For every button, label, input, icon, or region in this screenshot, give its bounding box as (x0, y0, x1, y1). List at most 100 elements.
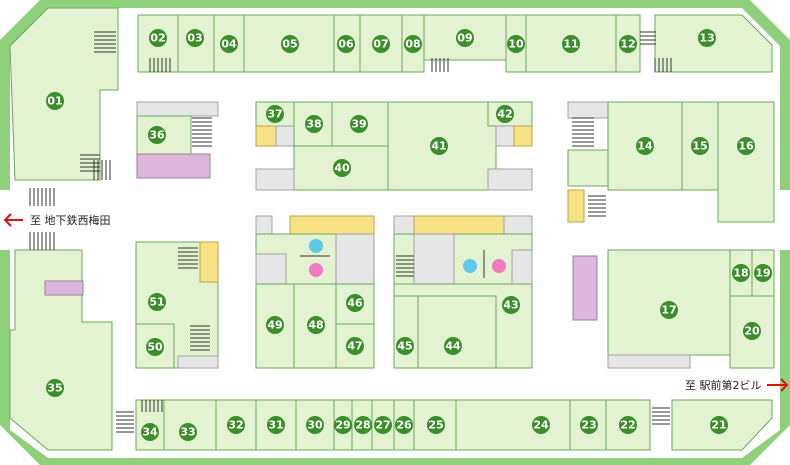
shop-badge-50[interactable]: 50 (146, 338, 164, 356)
shop-badge-47[interactable]: 47 (346, 337, 364, 355)
shop-badge-02[interactable]: 02 (149, 29, 167, 47)
shop-badge-30[interactable]: 30 (306, 416, 324, 434)
shop-number: 01 (47, 95, 62, 108)
shop-badge-28[interactable]: 28 (354, 416, 372, 434)
shop-number: 49 (267, 319, 282, 332)
shop-number: 16 (738, 140, 754, 153)
shop-badge-27[interactable]: 27 (374, 416, 392, 434)
shop-badge-26[interactable]: 26 (395, 416, 413, 434)
toilets (300, 239, 506, 278)
shop-badge-43[interactable]: 43 (502, 296, 520, 314)
shop-number: 05 (282, 38, 297, 51)
shop-badge-01[interactable]: 01 (46, 92, 64, 110)
block-46-49 (255, 215, 375, 369)
shop-badge-45[interactable]: 45 (396, 337, 414, 355)
shop-number: 34 (142, 426, 158, 439)
shop-badge-44[interactable]: 44 (444, 337, 462, 355)
shop-number: 38 (306, 118, 321, 131)
shop-number: 09 (457, 32, 472, 45)
shop-badge-42[interactable]: 42 (496, 105, 514, 123)
shop-badge-21[interactable]: 21 (710, 416, 728, 434)
toilet-male-icon (309, 239, 323, 253)
shop-number: 18 (733, 267, 748, 280)
shop-number: 43 (503, 299, 518, 312)
shop-badge-32[interactable]: 32 (227, 416, 245, 434)
shop-number: 07 (373, 38, 388, 51)
shop-badge-10[interactable]: 10 (507, 35, 525, 53)
shop-number: 33 (180, 426, 195, 439)
shop-badge-09[interactable]: 09 (456, 29, 474, 47)
shop-badge-12[interactable]: 12 (619, 35, 637, 53)
shop-number: 12 (620, 38, 635, 51)
shop-number: 31 (268, 419, 283, 432)
shop-number: 32 (228, 419, 243, 432)
shop-number: 26 (396, 419, 412, 432)
shop-number: 17 (661, 304, 676, 317)
shop-number: 06 (338, 38, 354, 51)
shop-number: 03 (187, 32, 202, 45)
shop-badge-31[interactable]: 31 (267, 416, 285, 434)
shop-badge-07[interactable]: 07 (372, 35, 390, 53)
shop-badge-04[interactable]: 04 (220, 35, 238, 53)
exit-label-right: 至 駅前第2ビル (685, 378, 762, 392)
shop-number: 11 (563, 38, 578, 51)
shop-number: 48 (308, 319, 323, 332)
shop-badge-36[interactable]: 36 (148, 126, 166, 144)
shop-number: 23 (581, 419, 596, 432)
shop-badge-25[interactable]: 25 (427, 416, 445, 434)
shop-number: 40 (334, 162, 350, 175)
exit-label-left: 至 地下鉄西梅田 (30, 213, 111, 227)
shop-badge-17[interactable]: 17 (660, 301, 678, 319)
shop-badge-46[interactable]: 46 (346, 294, 364, 312)
shop-number: 51 (149, 296, 164, 309)
shop-badge-16[interactable]: 16 (737, 137, 755, 155)
shop-badge-51[interactable]: 51 (148, 293, 166, 311)
top-shops (9, 7, 773, 181)
shop-badge-24[interactable]: 24 (532, 416, 550, 434)
shop-badge-03[interactable]: 03 (186, 29, 204, 47)
toilet-female-icon (309, 263, 323, 277)
shop-badge-18[interactable]: 18 (732, 264, 750, 282)
shop-number: 20 (744, 325, 760, 338)
shop-number: 35 (47, 382, 62, 395)
block-43-45 (393, 215, 533, 369)
shop-badge-48[interactable]: 48 (307, 316, 325, 334)
shop-number: 25 (428, 419, 443, 432)
shop-badge-34[interactable]: 34 (141, 423, 159, 441)
shop-badge-29[interactable]: 29 (334, 416, 352, 434)
shop-number: 27 (375, 419, 390, 432)
shop-badge-39[interactable]: 39 (350, 115, 368, 133)
shop-badge-08[interactable]: 08 (404, 35, 422, 53)
shop-number: 50 (147, 341, 163, 354)
shop-badge-13[interactable]: 13 (698, 29, 716, 47)
shop-number: 13 (699, 32, 714, 45)
shop-number: 45 (397, 340, 412, 353)
shop-badge-15[interactable]: 15 (691, 137, 709, 155)
shop-badge-41[interactable]: 41 (430, 137, 448, 155)
toilet-male-icon (463, 259, 477, 273)
shop-badge-05[interactable]: 05 (281, 35, 299, 53)
shop-badge-11[interactable]: 11 (562, 35, 580, 53)
shop-badge-49[interactable]: 49 (266, 316, 284, 334)
shop-badge-35[interactable]: 35 (46, 379, 64, 397)
shop-number: 19 (755, 267, 770, 280)
shop-number: 24 (533, 419, 549, 432)
shop-badge-20[interactable]: 20 (743, 322, 761, 340)
shop-badge-22[interactable]: 22 (619, 416, 637, 434)
block-35 (9, 249, 113, 451)
shop-number: 30 (307, 419, 323, 432)
shop-number: 29 (335, 419, 350, 432)
shop-badge-19[interactable]: 19 (754, 264, 772, 282)
shop-number: 02 (150, 32, 165, 45)
shop-badge-23[interactable]: 23 (580, 416, 598, 434)
shop-badge-38[interactable]: 38 (305, 115, 323, 133)
shop-badge-06[interactable]: 06 (337, 35, 355, 53)
shop-number: 21 (711, 419, 726, 432)
shop-number: 41 (431, 140, 446, 153)
shop-badge-40[interactable]: 40 (333, 159, 351, 177)
shop-number: 37 (267, 108, 282, 121)
shop-badge-33[interactable]: 33 (179, 423, 197, 441)
shop-badge-14[interactable]: 14 (636, 137, 654, 155)
shop-badge-37[interactable]: 37 (266, 105, 284, 123)
